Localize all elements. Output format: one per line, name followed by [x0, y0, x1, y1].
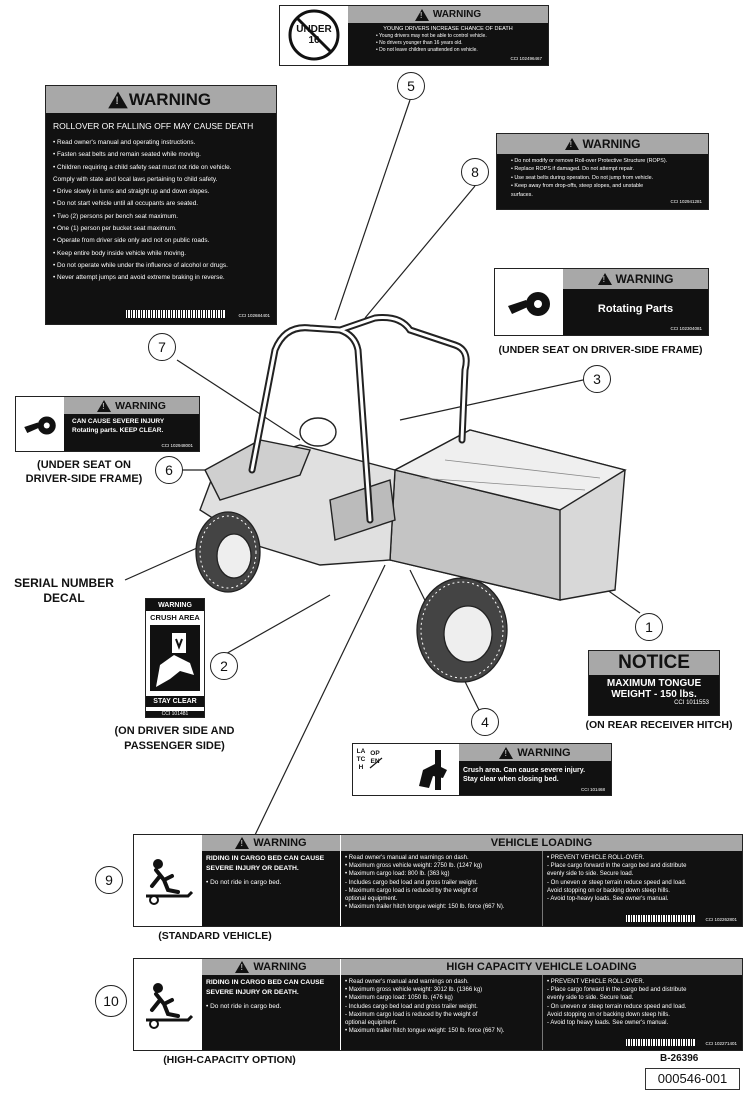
caption-notice: (ON REAR RECEIVER HITCH): [585, 719, 733, 731]
decal-rops-lines: • Do not modify or remove Roll-over Prot…: [511, 158, 668, 198]
latch-arrow-icon: [369, 757, 383, 769]
decal-standard-warn-line: • Do not ride in cargo bed.: [206, 879, 282, 886]
callout-2: 2: [210, 652, 238, 680]
decal-rollover: WARNING ROLLOVER OR FALLING OFF MAY CAUS…: [45, 85, 277, 325]
decal-highcap-warn-line: • Do not ride in cargo bed.: [206, 1003, 282, 1010]
cargo-rider-icon: [134, 959, 202, 1050]
warning-triangle-icon: [108, 91, 128, 108]
callout-6: 6: [155, 456, 183, 484]
warning-triangle-icon: [499, 746, 514, 759]
decal-rotating-parts: WARNING Rotating Parts CCI 102304081: [494, 268, 709, 336]
barcode: [126, 310, 226, 318]
decal-under16-header: WARNING: [432, 9, 482, 20]
callout-5: 5: [397, 72, 425, 100]
decal-under16-cci: CCI 102496467: [510, 56, 542, 61]
callout-9: 9: [95, 866, 123, 894]
callout-8: 8: [461, 158, 489, 186]
barcode: [626, 1039, 696, 1046]
warning-triangle-icon: [597, 273, 612, 285]
decal-severe-cci: CCI 102948001: [161, 443, 193, 448]
decal-latch-line2: Stay clear when closing bed.: [463, 776, 559, 783]
callout-1: 1: [635, 613, 663, 641]
decal-crush-title: CRUSH AREA: [146, 611, 204, 622]
hand-pinch-icon: [411, 744, 459, 795]
decal-standard-warn-header: WARNING: [253, 837, 307, 849]
rotating-parts-icon: [495, 269, 563, 335]
crush-hand-icon: [150, 625, 200, 691]
decal-standard-load-lines: • Read owner's manual and warnings on da…: [345, 855, 505, 911]
decal-severe-line1: CAN CAUSE SEVERE INJURY: [72, 418, 165, 425]
callout-4: 4: [471, 708, 499, 736]
decal-highcap-warn-title: RIDING IN CARGO BED CAN CAUSE SEVERE INJ…: [206, 979, 325, 996]
decal-rotating-cci: CCI 102304081: [670, 326, 702, 331]
decal-highcap-prevent-lines: • PREVENT VEHICLE ROLL-OVER. - Place car…: [547, 979, 687, 1027]
warning-triangle-icon: [564, 138, 579, 150]
warning-triangle-icon: [235, 961, 250, 973]
under-16-icon: UNDER 16: [280, 6, 348, 64]
decal-standard-prevent-lines: • PREVENT VEHICLE ROLL-OVER. - Place car…: [547, 855, 687, 903]
decal-standard-loading: WARNING RIDING IN CARGO BED CAN CAUSE SE…: [133, 834, 743, 927]
decal-rops: WARNING • Do not modify or remove Roll-o…: [496, 133, 709, 210]
caption-high-capacity: (HIGH-CAPACITY OPTION): [163, 1054, 296, 1066]
warning-triangle-icon: [97, 399, 112, 412]
callout-7: 7: [148, 333, 176, 361]
decal-highcap-load-header: HIGH CAPACITY VEHICLE LOADING: [446, 961, 637, 973]
barcode: [626, 915, 696, 922]
decal-notice-line2: WEIGHT - 150 lbs.: [611, 689, 697, 700]
callout-10: 10: [95, 985, 127, 1017]
caption-crush: (ON DRIVER SIDE AND PASSENGER SIDE): [114, 725, 235, 752]
decal-notice-cci: CCI 1011553: [674, 700, 709, 706]
decal-standard-cci: CCI 102262801: [705, 917, 737, 922]
decal-severe-line2: Rotating parts. KEEP CLEAR.: [72, 427, 164, 434]
decal-under16-lines: • Young drivers may not be able to contr…: [376, 33, 487, 53]
decal-crush-cci: CCI 101481: [146, 711, 204, 717]
decal-highcap-cci: CCI 102271401: [705, 1041, 737, 1046]
decal-rotating-header: WARNING: [615, 272, 674, 286]
decal-rops-cci: CCI 102941281: [670, 199, 702, 204]
decal-standard-load-header: VEHICLE LOADING: [490, 837, 593, 849]
decal-rotating-text: Rotating Parts: [597, 303, 674, 315]
decal-notice-line1: MAXIMUM TONGUE: [606, 678, 702, 689]
caption-severe: (UNDER SEAT ON DRIVER-SIDE FRAME): [25, 459, 143, 485]
decal-rollover-title: ROLLOVER OR FALLING OFF MAY CAUSE DEATH: [53, 121, 254, 131]
decal-high-capacity-loading: WARNING RIDING IN CARGO BED CAN CAUSE SE…: [133, 958, 743, 1051]
decal-rops-header: WARNING: [582, 137, 641, 151]
decal-severe-injury: WARNING CAN CAUSE SEVERE INJURY Rotating…: [15, 396, 200, 452]
decal-rollover-cci: CCI 102684401: [238, 313, 270, 318]
serial-number-decal-label: SERIAL NUMBER DECAL: [14, 576, 114, 605]
cargo-rider-icon: [134, 835, 202, 926]
decal-crush-header: WARNING: [158, 601, 192, 609]
part-number: 000546-001: [645, 1068, 740, 1090]
figure-id: B-26396: [660, 1053, 699, 1064]
warning-triangle-icon: [414, 8, 429, 21]
decal-notice-header: NOTICE: [589, 651, 719, 675]
under-16-text: UNDER 16: [296, 24, 332, 46]
decal-latch-line1: Crush area. Can cause severe injury.: [463, 767, 586, 774]
decal-notice: NOTICE MAXIMUM TONGUE WEIGHT - 150 lbs. …: [588, 650, 720, 716]
decal-under16-title: YOUNG DRIVERS INCREASE CHANCE OF DEATH: [383, 26, 513, 32]
callout-3: 3: [583, 365, 611, 393]
decal-latch-cci: CCI 101468: [580, 787, 605, 792]
warning-triangle-icon: [235, 837, 250, 849]
decal-severe-header: WARNING: [115, 399, 166, 412]
decal-latch-header: WARNING: [517, 746, 571, 759]
rotating-parts-icon: [16, 397, 64, 451]
decal-highcap-warn-header: WARNING: [253, 961, 307, 973]
decal-rollover-lines: • Read owner's manual and operating inst…: [53, 139, 232, 282]
decal-latch: LATCH OPEN WARNING Crush area. Can cause…: [352, 743, 612, 796]
decal-crush-footer: STAY CLEAR: [146, 696, 204, 707]
caption-rotating: (UNDER SEAT ON DRIVER-SIDE FRAME): [498, 344, 703, 356]
caption-standard: (STANDARD VEHICLE): [158, 930, 272, 942]
open-label: OPEN: [370, 750, 380, 765]
decal-under-16: UNDER 16 WARNING YOUNG DRIVERS INCREASE …: [279, 5, 549, 66]
decal-rollover-header: WARNING: [128, 89, 212, 109]
decal-crush-area: WARNING CRUSH AREA STAY CLEAR CCI 101481: [145, 598, 205, 718]
decal-standard-warn-title: RIDING IN CARGO BED CAN CAUSE SEVERE INJ…: [206, 855, 325, 872]
latch-label: LATCH: [356, 748, 366, 771]
decal-highcap-load-lines: • Read owner's manual and warnings on da…: [345, 979, 505, 1035]
